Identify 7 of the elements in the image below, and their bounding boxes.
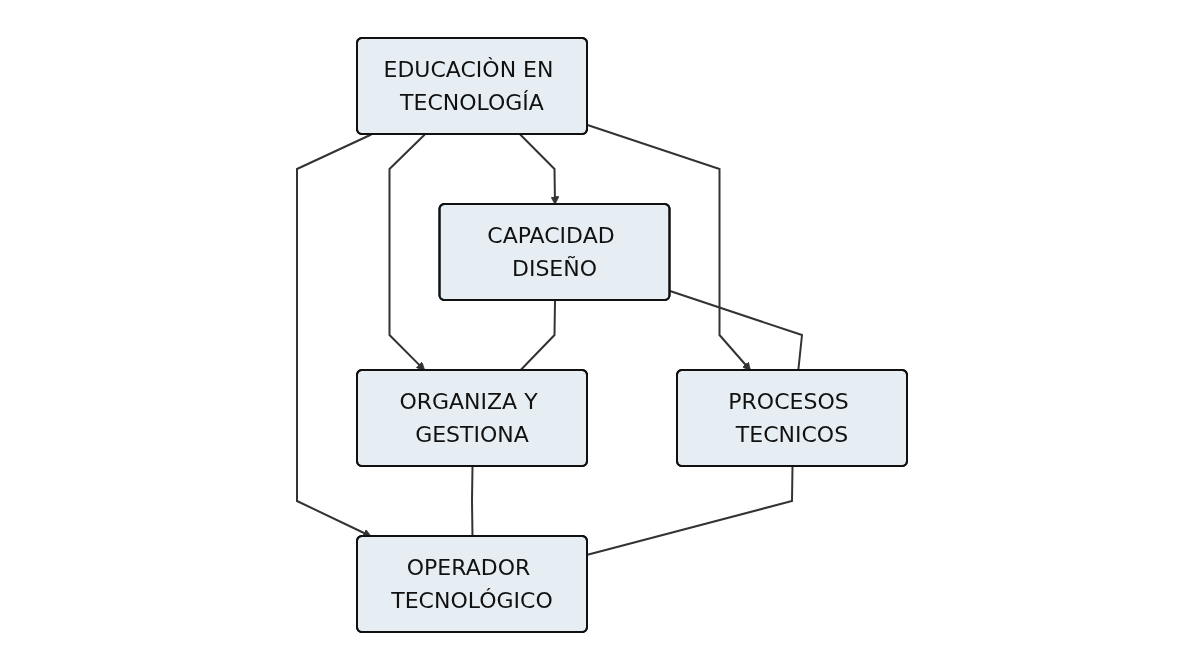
connector <box>518 299 556 372</box>
arrow <box>388 133 426 371</box>
connector <box>586 465 793 556</box>
connector <box>470 465 473 538</box>
arrow <box>518 133 559 205</box>
arrow <box>586 124 751 371</box>
arrow <box>295 133 372 538</box>
